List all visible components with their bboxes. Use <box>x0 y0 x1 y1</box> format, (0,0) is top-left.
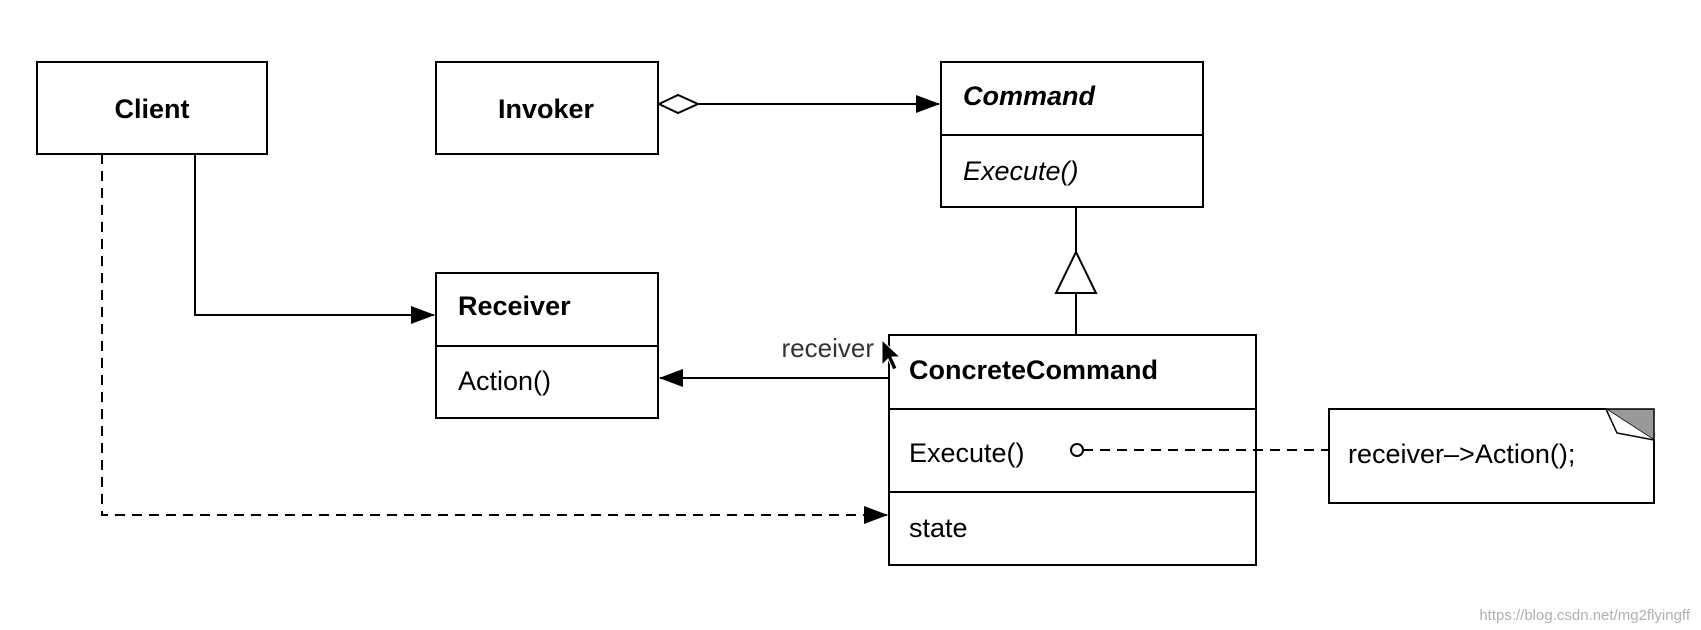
mouse-cursor-icon <box>881 338 902 371</box>
concrete-command-state-attribute: state <box>909 513 968 543</box>
watermark: https://blog.csdn.net/mg2flyingff <box>1479 607 1691 624</box>
client-class <box>36 61 268 155</box>
client-concrete-command-dependency <box>101 154 888 524</box>
note-text: receiver–>Action(); <box>1348 439 1575 469</box>
generalization-arrow <box>1054 207 1098 335</box>
invoker-class <box>435 61 659 155</box>
concrete-command-execute-operation: Execute() <box>909 438 1025 468</box>
invoker-class-name: Invoker <box>498 94 595 124</box>
receiver-class-name: Receiver <box>458 291 571 321</box>
command-execute-operation: Execute() <box>963 156 1079 186</box>
note <box>1328 408 1655 504</box>
receiver-action-operation: Action() <box>458 366 551 396</box>
receiver-class <box>435 272 659 419</box>
concrete-command-class-name: ConcreteCommand <box>909 355 1158 385</box>
note-connector <box>1070 443 1329 457</box>
client-class-name: Client <box>114 94 189 124</box>
invoker-command-aggregation <box>656 93 940 115</box>
client-receiver-association <box>194 154 435 324</box>
command-class-name: Command <box>963 81 1096 111</box>
command-class <box>940 61 1204 208</box>
receiver-role-label: receiver <box>782 333 875 363</box>
